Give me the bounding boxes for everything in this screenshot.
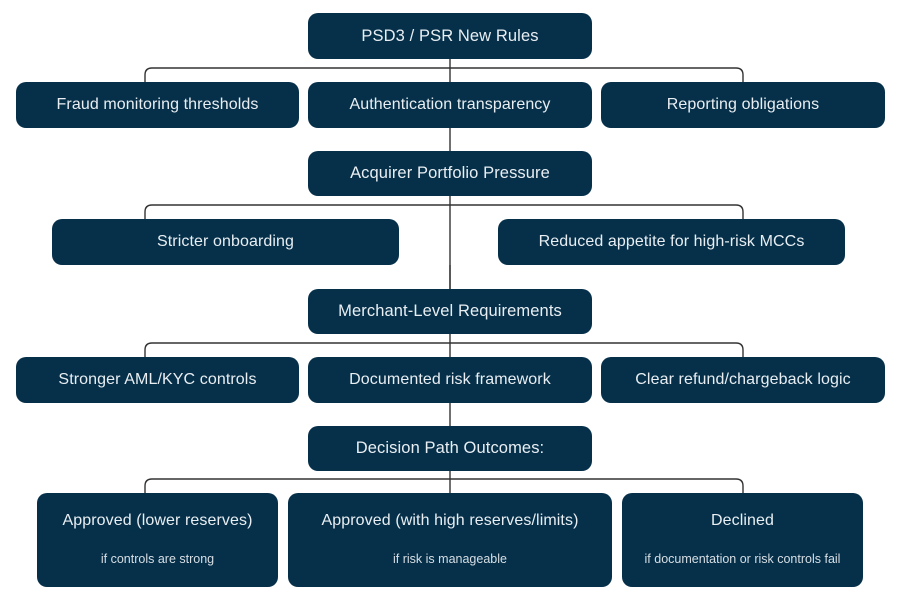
connector-bus-3-right-drop	[735, 342, 744, 357]
node-title: Fraud monitoring thresholds	[56, 96, 259, 113]
node-title: Reduced appetite for high-risk MCCs	[538, 233, 805, 250]
node-stricter-onboarding[interactable]: Stricter onboarding	[52, 219, 399, 265]
node-fraud-monitoring-thresholds[interactable]: Fraud monitoring thresholds	[16, 82, 299, 128]
node-psd3-psr-new-rules[interactable]: PSD3 / PSR New Rules	[308, 13, 592, 59]
node-title: Stronger AML/KYC controls	[58, 371, 257, 388]
connector-bus-4-right-drop	[735, 478, 744, 493]
node-outcome-approved-lower-reserves[interactable]: Approved (lower reserves) if controls ar…	[37, 493, 278, 587]
connector-bus-2-left-drop	[144, 204, 153, 219]
connector-bus-1-right-drop	[735, 67, 744, 82]
node-title: Clear refund/chargeback logic	[635, 371, 851, 388]
node-title: Approved (lower reserves)	[62, 512, 253, 529]
node-stronger-aml-kyc-controls[interactable]: Stronger AML/KYC controls	[16, 357, 299, 403]
node-reduced-appetite-high-risk-mccs[interactable]: Reduced appetite for high-risk MCCs	[498, 219, 845, 265]
node-decision-path-outcomes[interactable]: Decision Path Outcomes:	[308, 426, 592, 471]
connector-bus-4-left-drop	[144, 478, 153, 493]
node-merchant-level-requirements[interactable]: Merchant-Level Requirements	[308, 289, 592, 334]
node-outcome-approved-high-reserves-limits[interactable]: Approved (with high reserves/limits) if …	[288, 493, 612, 587]
node-title: Authentication transparency	[349, 96, 551, 113]
node-title: Declined	[710, 512, 775, 529]
node-clear-refund-chargeback-logic[interactable]: Clear refund/chargeback logic	[601, 357, 885, 403]
node-condition: if documentation or risk controls fail	[644, 552, 841, 566]
node-title: PSD3 / PSR New Rules	[361, 26, 539, 45]
connector-bus-2-right-drop	[735, 204, 744, 219]
node-title: Decision Path Outcomes:	[355, 439, 545, 458]
node-title: Merchant-Level Requirements	[338, 302, 562, 321]
node-title: Acquirer Portfolio Pressure	[350, 164, 550, 183]
node-reporting-obligations[interactable]: Reporting obligations	[601, 82, 885, 128]
connector-bus-1-left-drop	[144, 67, 153, 82]
connector-bus-3-left-drop	[144, 342, 153, 357]
node-documented-risk-framework[interactable]: Documented risk framework	[308, 357, 592, 403]
node-title: Reporting obligations	[666, 96, 820, 113]
node-authentication-transparency[interactable]: Authentication transparency	[308, 82, 592, 128]
node-acquirer-portfolio-pressure[interactable]: Acquirer Portfolio Pressure	[308, 151, 592, 196]
node-title: Approved (with high reserves/limits)	[321, 512, 579, 529]
node-condition: if controls are strong	[100, 552, 215, 566]
node-title: Documented risk framework	[349, 371, 551, 388]
node-outcome-declined[interactable]: Declined if documentation or risk contro…	[622, 493, 863, 587]
node-title: Stricter onboarding	[156, 233, 295, 250]
node-condition: if risk is manageable	[393, 552, 507, 566]
